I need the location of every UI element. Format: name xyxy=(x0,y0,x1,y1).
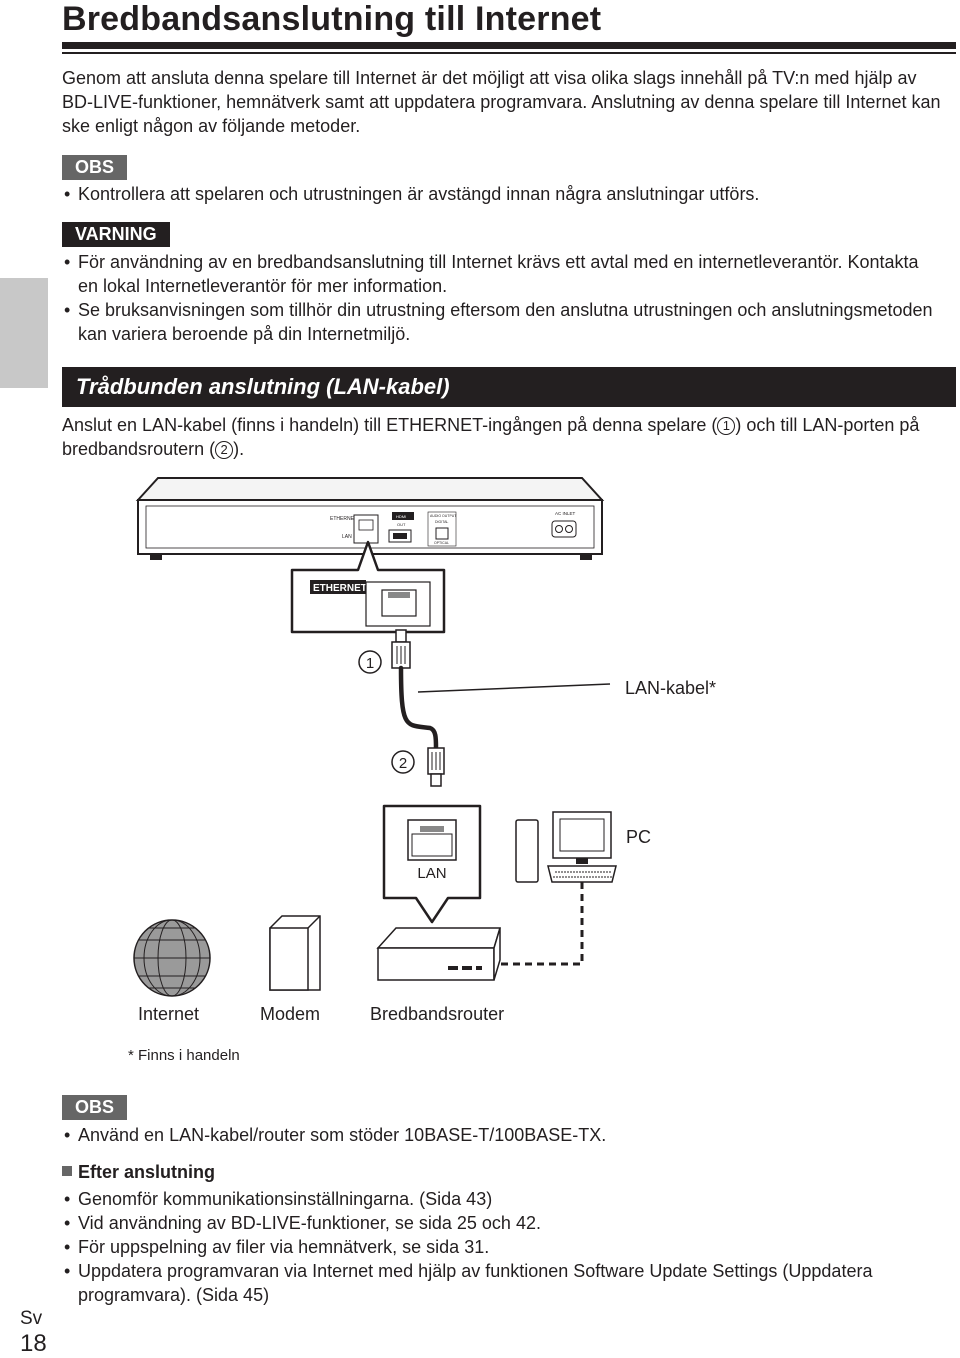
list-item: För användning av en bredbandsanslutning… xyxy=(62,250,942,298)
square-bullet-icon xyxy=(62,1166,72,1176)
router-port-callout: LAN xyxy=(382,804,482,924)
internet-label: Internet xyxy=(138,1004,199,1024)
side-tab-marker xyxy=(0,278,48,388)
ethernet-zoom-callout: ETHERNET xyxy=(290,540,446,634)
modem-label: Modem xyxy=(260,1004,320,1024)
globe-icon xyxy=(133,919,211,997)
section-header-bar xyxy=(62,367,956,407)
after-list: Genomför kommunikationsinställningarna. … xyxy=(62,1187,942,1307)
obs-badge-2: OBS xyxy=(62,1095,128,1120)
title-rule-thin xyxy=(62,52,956,54)
list-item: Genomför kommunikationsinställningarna. … xyxy=(62,1187,942,1211)
section-text: Anslut en LAN-kabel (finns i handeln) ti… xyxy=(62,415,718,435)
section-paragraph: Anslut en LAN-kabel (finns i handeln) ti… xyxy=(62,413,954,461)
page-number: 18 xyxy=(20,1330,47,1357)
diagram-marker-1: 1 xyxy=(366,655,374,672)
list-item: Uppdatera programvaran via Internet med … xyxy=(62,1259,942,1307)
marker-1: 1 xyxy=(717,417,736,435)
panel-ethernet-label: ETHERNET xyxy=(330,516,357,522)
after-heading-text: Efter anslutning xyxy=(78,1162,216,1182)
section-title: Trådbunden anslutning (LAN-kabel) xyxy=(76,374,450,399)
pc-label: PC xyxy=(626,827,651,847)
page-title: Bredbandsanslutning till Internet xyxy=(62,0,602,38)
panel-ac-inlet-label: AC INLET xyxy=(555,511,576,516)
list-item: Kontrollera att spelaren och utrustninge… xyxy=(62,182,942,206)
router-label: Bredbandsrouter xyxy=(370,1004,504,1024)
page-language: Sv xyxy=(20,1308,43,1329)
warning-badge: VARNING xyxy=(62,222,170,247)
list-item: Se bruksanvisningen som tillhör din utru… xyxy=(62,298,942,346)
modem-icon xyxy=(269,915,321,991)
panel-audio-output-label: AUDIO OUTPUT xyxy=(430,514,457,518)
panel-optical-label: OPTICAL xyxy=(434,541,449,545)
marker-2: 2 xyxy=(215,441,234,459)
player-rear-panel: ETHERNET LAN HDMI OUT AUDIO OUTPUT DIGIT… xyxy=(135,477,605,560)
cable-plug-2 xyxy=(427,747,445,787)
list-item: Vid användning av BD-LIVE-funktioner, se… xyxy=(62,1211,942,1235)
zoom-ethernet-label: ETHERNET xyxy=(313,583,367,594)
router-icon xyxy=(376,927,502,981)
cable-callout-line xyxy=(417,683,611,693)
connection-diagram: ETHERNET LAN HDMI OUT AUDIO OUTPUT DIGIT… xyxy=(133,477,716,1024)
cable-plug-1 xyxy=(391,629,411,669)
obs-list: Kontrollera att spelaren och utrustninge… xyxy=(62,182,942,206)
panel-out-label: OUT xyxy=(397,522,406,527)
list-item: Använd en LAN-kabel/router som stöder 10… xyxy=(62,1123,942,1147)
cable-label: LAN-kabel* xyxy=(625,678,716,698)
pc-router-link xyxy=(498,882,584,966)
after-heading: Efter anslutning xyxy=(62,1160,215,1184)
panel-digital-label: DIGITAL xyxy=(435,520,448,524)
diagram-marker-2: 2 xyxy=(399,755,407,772)
panel-hdmi-label: HDMI xyxy=(396,514,406,519)
section-text: ) och till LAN-porten på bredbandsrouter… xyxy=(62,415,920,459)
footnote: * Finns i handeln xyxy=(128,1047,240,1064)
section-text: ). xyxy=(233,439,245,459)
pc-icon xyxy=(515,811,617,883)
warning-list: För användning av en bredbandsanslutning… xyxy=(62,250,942,346)
panel-lan-label: LAN xyxy=(342,534,352,540)
obs2-list: Använd en LAN-kabel/router som stöder 10… xyxy=(62,1123,942,1147)
obs-badge: OBS xyxy=(62,155,128,180)
intro-paragraph: Genom att ansluta denna spelare till Int… xyxy=(62,68,941,136)
router-port-label: LAN xyxy=(417,865,446,882)
title-rule xyxy=(62,42,956,49)
list-item: För uppspelning av filer via hemnätverk,… xyxy=(62,1235,942,1259)
